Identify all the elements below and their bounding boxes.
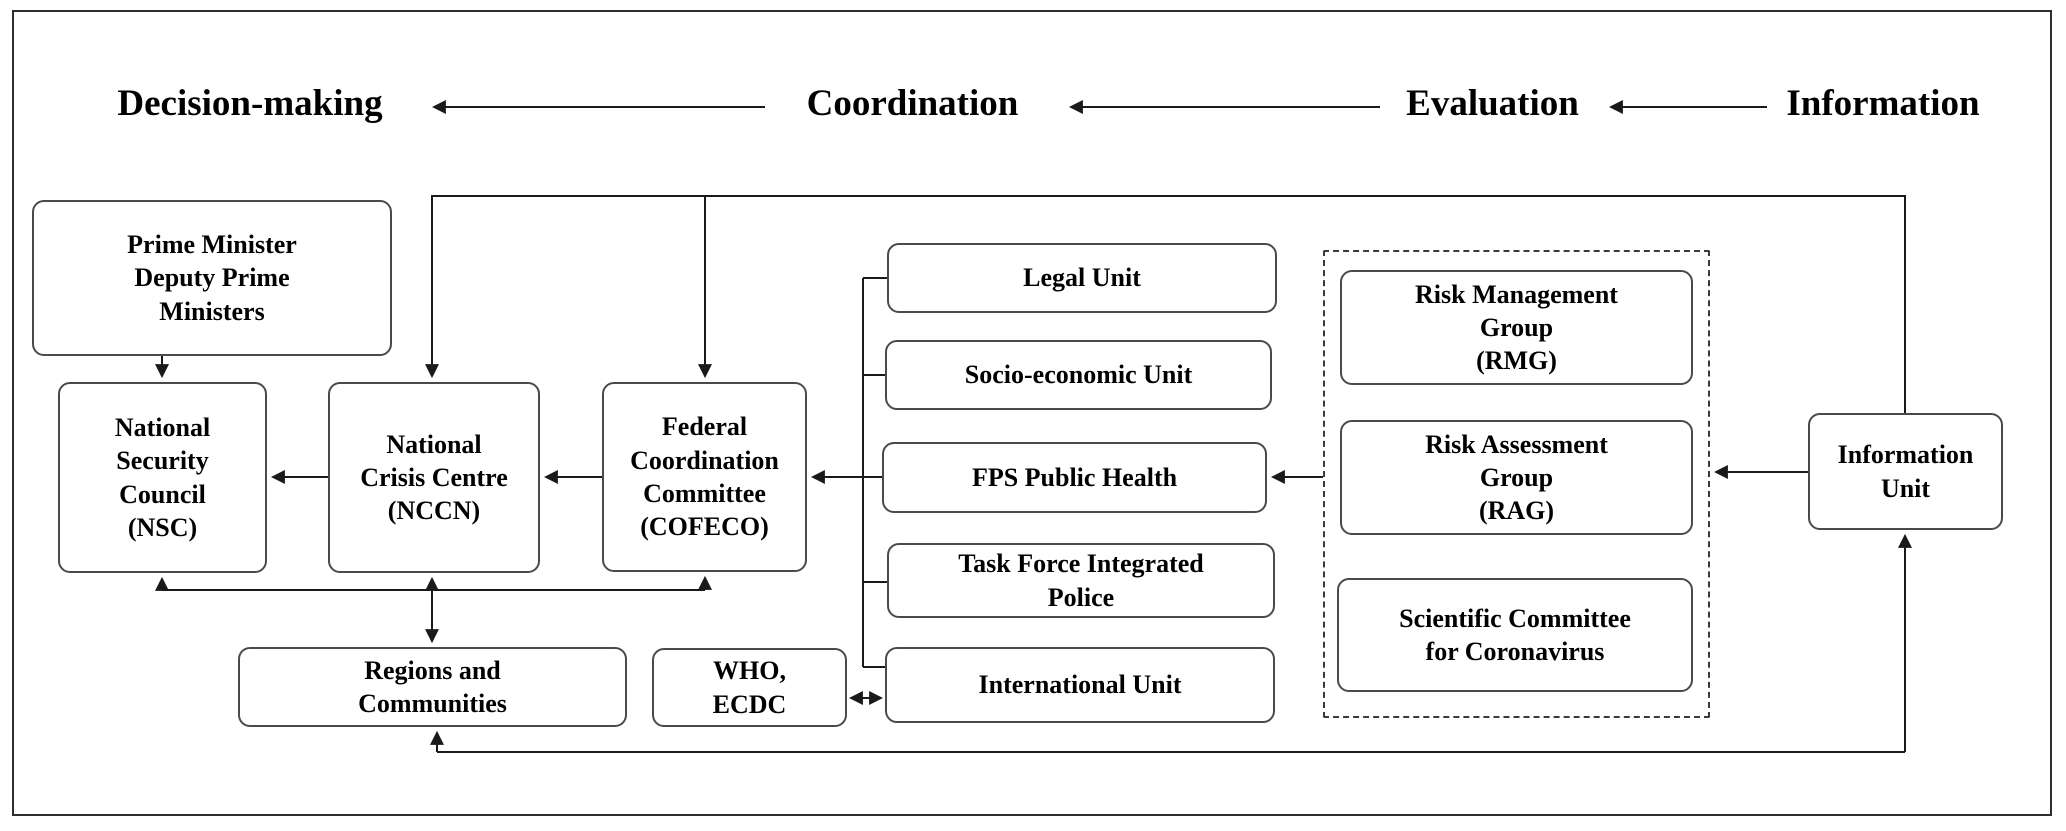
node-who-ecdc: WHO, ECDC xyxy=(652,648,847,727)
node-fps-public-health: FPS Public Health xyxy=(882,442,1267,513)
header-evaluation: Evaluation xyxy=(1406,83,1579,124)
node-task-force-police: Task Force Integrated Police xyxy=(887,543,1275,618)
node-prime-minister: Prime Minister Deputy Prime Ministers xyxy=(32,200,392,356)
header-coordination: Coordination xyxy=(806,83,1019,124)
node-regions-communities: Regions and Communities xyxy=(238,647,627,727)
node-nsc: National Security Council (NSC) xyxy=(58,382,267,573)
node-nccn: National Crisis Centre (NCCN) xyxy=(328,382,540,573)
line-top-feed-to-nccn xyxy=(425,195,1906,413)
node-information-unit: Information Unit xyxy=(1808,413,2003,530)
node-rag: Risk Assessment Group (RAG) xyxy=(1340,420,1693,535)
rmg-rag-scicom-group xyxy=(1323,250,1710,718)
header-information: Information xyxy=(1786,83,1980,124)
node-rmg: Risk Management Group (RMG) xyxy=(1340,270,1693,385)
node-international-unit: International Unit xyxy=(885,647,1275,723)
header-decision-making: Decision-making xyxy=(117,83,383,124)
node-scientific-committee: Scientific Committee for Coronavirus xyxy=(1337,578,1693,692)
node-socio-economic-unit: Socio-economic Unit xyxy=(885,340,1272,410)
node-cofeco: Federal Coordination Committee (COFECO) xyxy=(602,382,807,572)
node-legal-unit: Legal Unit xyxy=(887,243,1277,313)
figure-border xyxy=(12,10,2052,816)
